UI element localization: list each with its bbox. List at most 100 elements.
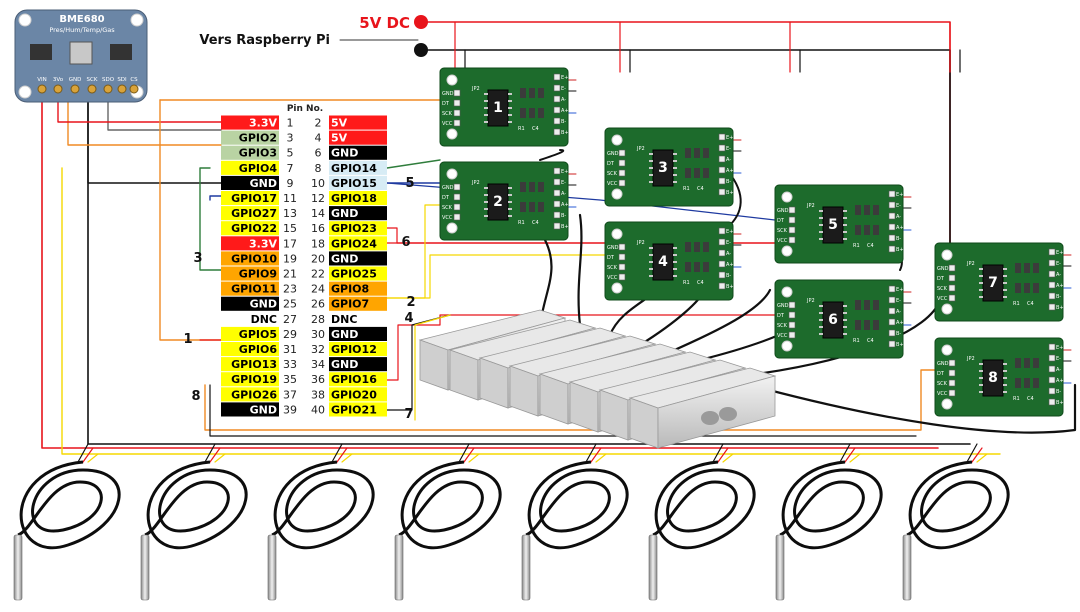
left-cell xyxy=(221,357,279,372)
right-pin-label: 5V xyxy=(331,132,348,145)
cell-face xyxy=(657,375,776,449)
left-pin-number: 33 xyxy=(283,358,297,371)
smd-part xyxy=(864,225,870,235)
pin-pad xyxy=(1048,376,1056,384)
smd-part xyxy=(1024,283,1030,293)
right-cell xyxy=(329,160,387,175)
pin-label: E+ xyxy=(726,229,733,235)
silk-label: C4 xyxy=(697,186,704,192)
probe-lead xyxy=(590,447,602,463)
probe-lead xyxy=(204,443,216,463)
pin-label: GND xyxy=(607,151,619,157)
cell-hole xyxy=(719,407,737,421)
smd-part xyxy=(1015,378,1021,388)
channel-label-6: 6 xyxy=(401,235,410,250)
mount-hole xyxy=(941,249,953,261)
pin-label: SCK xyxy=(442,111,453,117)
channel-label-5: 5 xyxy=(405,176,414,191)
left-cell xyxy=(221,372,279,387)
probe-cable xyxy=(144,460,248,550)
left-pin-number: 17 xyxy=(283,237,297,250)
pin-hole xyxy=(87,84,97,94)
smd-part xyxy=(1024,263,1030,273)
chip-leg xyxy=(484,93,488,95)
pin-label: A+ xyxy=(726,168,734,174)
left-cell xyxy=(221,221,279,236)
load-cell xyxy=(628,367,777,449)
pin-label: DT xyxy=(442,101,450,107)
smd-part xyxy=(873,205,879,215)
chip-leg xyxy=(819,224,823,226)
module-number: 5 xyxy=(828,217,838,233)
pin-label: SCK xyxy=(777,323,788,329)
right-cell xyxy=(329,175,387,190)
pin-pad xyxy=(618,253,626,261)
chip-leg xyxy=(649,160,653,162)
pin-pad xyxy=(948,274,956,282)
pin-hole xyxy=(70,84,80,94)
chip-leg xyxy=(979,391,983,393)
left-pin-number: 35 xyxy=(283,373,297,386)
pin-label: B- xyxy=(561,213,566,219)
smd-part xyxy=(685,148,691,158)
smd-part xyxy=(538,182,544,192)
module-number: 4 xyxy=(658,254,668,270)
left-cell xyxy=(221,296,279,311)
right-pin-label: GND xyxy=(331,358,358,371)
left-pin-label: GPIO22 xyxy=(231,222,277,235)
pin-label: DT xyxy=(937,276,945,282)
module-number: 6 xyxy=(828,312,838,328)
mount-hole xyxy=(781,340,793,352)
pin-pad xyxy=(718,260,726,268)
pin-pad xyxy=(948,379,956,387)
chip-leg xyxy=(508,100,512,102)
left-pin-number: 11 xyxy=(283,192,297,205)
smd-part xyxy=(855,225,861,235)
silk-label: C4 xyxy=(532,126,539,132)
smd-part xyxy=(873,300,879,310)
silk-label: C4 xyxy=(697,280,704,286)
smd-part xyxy=(1015,263,1021,273)
pin-pad xyxy=(453,89,461,97)
pin-pad xyxy=(453,183,461,191)
right-cell xyxy=(329,191,387,206)
pin-label: SCK xyxy=(937,381,948,387)
chip-leg xyxy=(484,100,488,102)
right-cell xyxy=(329,357,387,372)
chip-leg xyxy=(819,210,823,212)
smd-part xyxy=(703,262,709,272)
right-pin-label: GPIO21 xyxy=(331,403,377,416)
ch4-red xyxy=(386,314,776,381)
pin-pad xyxy=(888,212,896,220)
smd-part xyxy=(520,88,526,98)
chip-leg xyxy=(843,312,847,314)
pin-pad xyxy=(1048,292,1056,300)
probe-lead xyxy=(839,443,851,463)
silk-label: R1 xyxy=(683,186,690,192)
pin-label: A- xyxy=(726,157,731,163)
pin-label: 3Vo xyxy=(53,77,64,83)
pin-pad xyxy=(888,318,896,326)
smd-part xyxy=(520,182,526,192)
pin-label: CS xyxy=(130,77,138,83)
pin-pad xyxy=(453,99,461,107)
left-cell xyxy=(221,402,279,417)
smd-part xyxy=(529,182,535,192)
smd-part xyxy=(538,202,544,212)
pin-label: E+ xyxy=(561,169,568,175)
chip-leg xyxy=(979,384,983,386)
chip-leg xyxy=(979,282,983,284)
left-pin-label: GPIO6 xyxy=(239,343,278,356)
pin-hole xyxy=(53,84,63,94)
chip-leg xyxy=(673,181,677,183)
chip-leg xyxy=(673,160,677,162)
chip-leg xyxy=(843,333,847,335)
chip-leg xyxy=(843,217,847,219)
right-pin-label: GPIO15 xyxy=(331,177,377,190)
left-cell xyxy=(221,115,279,130)
probe-lead xyxy=(463,447,475,463)
cell-cable xyxy=(668,288,772,354)
